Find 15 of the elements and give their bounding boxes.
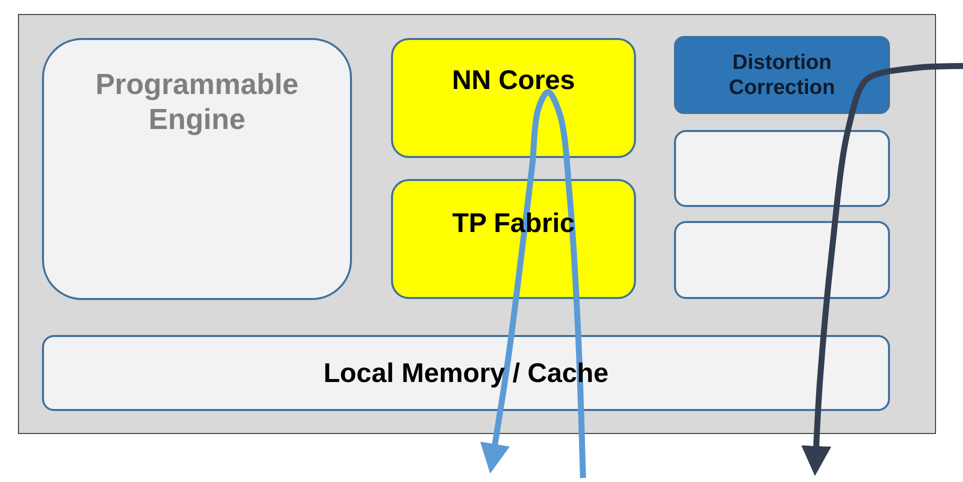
arrow — [801, 68, 891, 476]
component-box — [391, 38, 636, 158]
component-box — [391, 179, 636, 299]
chip-outline — [18, 14, 936, 434]
arrow — [480, 158, 536, 474]
component-label: Programmable Engine — [94, 68, 300, 138]
connector-line — [890, 63, 963, 74]
component-box — [42, 335, 890, 411]
connector-line — [530, 89, 586, 478]
empty-box — [674, 130, 890, 207]
component-box — [674, 36, 890, 114]
component-label: Distortion Correction — [728, 50, 836, 100]
component-box — [42, 38, 352, 300]
component-label: NN Cores — [452, 64, 576, 96]
empty-box — [674, 221, 890, 299]
